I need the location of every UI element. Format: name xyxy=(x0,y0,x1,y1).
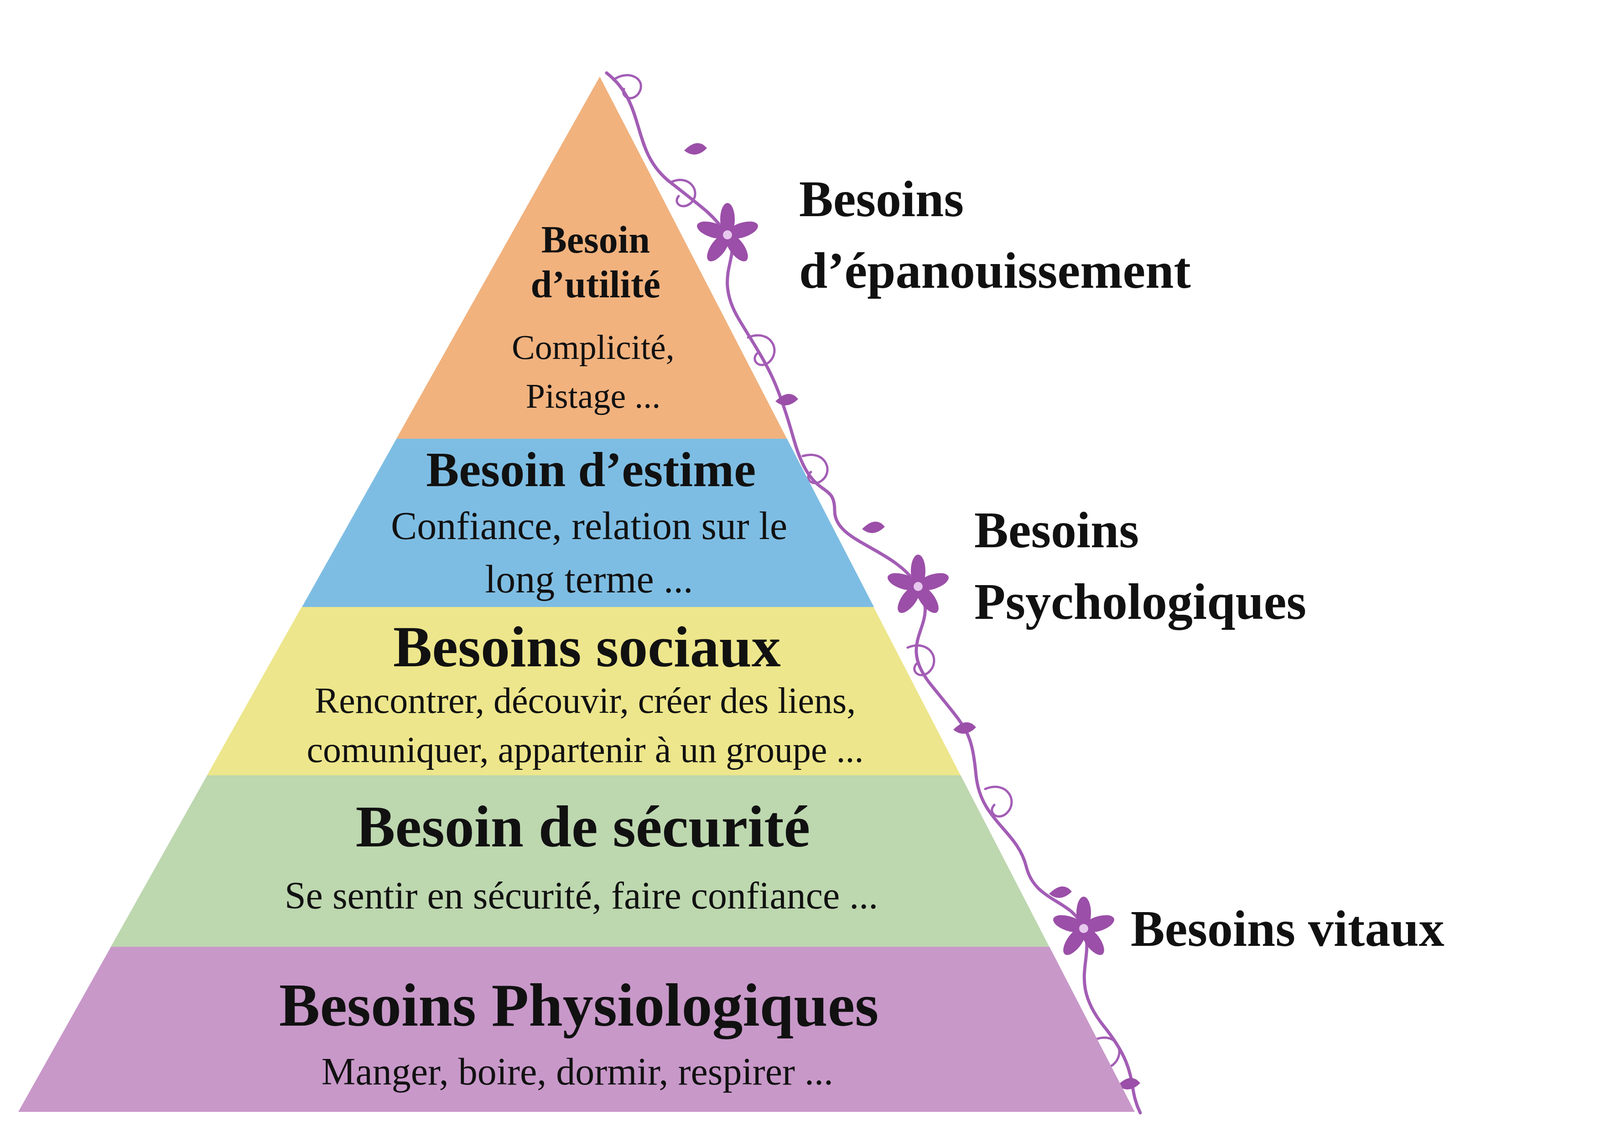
pyramid-band: Besoin d’estimeConfiance, relation sur l… xyxy=(301,438,874,608)
side-label: Besoins vitaux xyxy=(1130,898,1445,960)
side-label: Besoins d’épanouissement xyxy=(799,163,1283,307)
band-body: Rencontrer, découvir, créer des liens, c… xyxy=(229,675,941,775)
band-fill xyxy=(396,76,787,439)
flower xyxy=(1050,896,1117,959)
band-fill xyxy=(110,775,1050,947)
pyramid-band: Besoins sociauxRencontrer, découvir, cré… xyxy=(207,607,961,776)
band-body: Se sentir en sécurité, faire confiance .… xyxy=(284,870,878,921)
side-label: Besoins Psychologiques xyxy=(974,494,1408,638)
pyramid-band: Besoin d’utilitéComplicité, Pistage ... xyxy=(396,76,787,439)
flower xyxy=(885,554,951,617)
pyramid-band: Besoin de sécurité Se sentir en sécurité,… xyxy=(110,775,1050,947)
band-body: Complicité, Pistage ... xyxy=(485,322,701,421)
flower xyxy=(694,202,760,265)
band-fill xyxy=(207,607,961,776)
band-heading: Besoin d’utilité xyxy=(499,217,692,308)
band-heading: Besoin d’estime xyxy=(425,442,756,498)
band-body: Confiance, relation sur le long terme ..… xyxy=(370,499,809,607)
pyramid-band: Besoins PhysiologiquesManger, boire, dor… xyxy=(18,946,1135,1112)
band-fill xyxy=(18,946,1135,1112)
band-fill xyxy=(301,438,874,608)
band-body: Manger, boire, dormir, respirer ... xyxy=(321,1046,834,1097)
band-heading: Besoin de sécurité xyxy=(355,794,811,860)
band-heading: Besoins sociaux xyxy=(393,617,781,676)
band-heading: Besoins Physiologiques xyxy=(279,971,879,1039)
